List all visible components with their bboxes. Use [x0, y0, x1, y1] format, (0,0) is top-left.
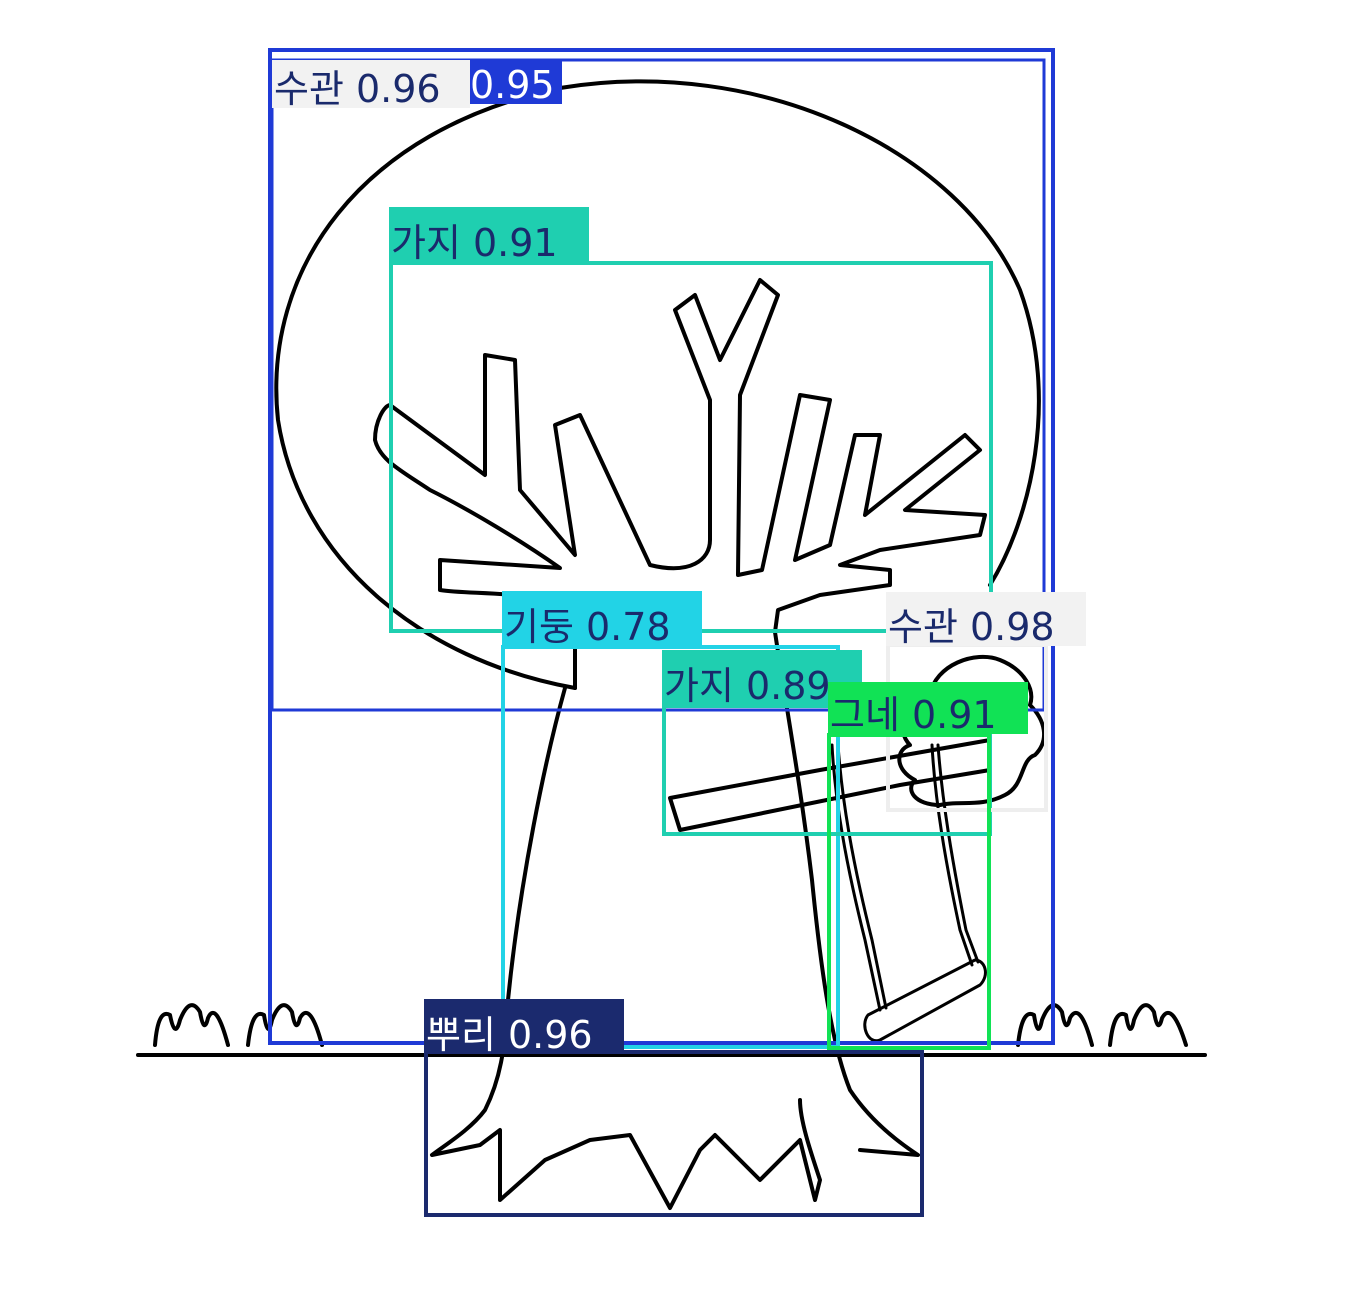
- label-text-crown-secondary: 0.95: [470, 63, 555, 107]
- label-trunk: 기둥 0.78: [502, 591, 702, 649]
- box-crown-main[interactable]: [270, 50, 1053, 1043]
- label-crown-secondary: 0.95: [470, 60, 562, 107]
- trunk-left-edge: [432, 688, 820, 1208]
- label-text-branch-2: 가지 0.89: [664, 664, 831, 708]
- grass-tuft-left-1: [155, 1005, 228, 1045]
- label-text-crown-main: 수관 0.96: [274, 67, 441, 111]
- label-text-trunk: 기둥 0.78: [504, 605, 671, 649]
- label-swing: 그네 0.91: [828, 682, 1028, 737]
- label-crown-small: 수관 0.98: [886, 592, 1086, 649]
- label-root: 뿌리 0.96: [424, 999, 624, 1057]
- label-text-swing: 그네 0.91: [830, 693, 997, 737]
- label-crown-main: 수관 0.96: [272, 60, 470, 111]
- label-text-branch-1: 가지 0.91: [391, 221, 558, 265]
- label-branch-1: 가지 0.91: [389, 207, 589, 265]
- label-text-root: 뿌리 0.96: [426, 1013, 593, 1057]
- swing-drawing: [832, 745, 985, 1041]
- grass-tuft-right-2: [1110, 1005, 1186, 1045]
- label-text-crown-small: 수관 0.98: [888, 605, 1055, 649]
- box-branch-1[interactable]: [391, 263, 991, 631]
- grass-tuft-left-2: [248, 1005, 322, 1045]
